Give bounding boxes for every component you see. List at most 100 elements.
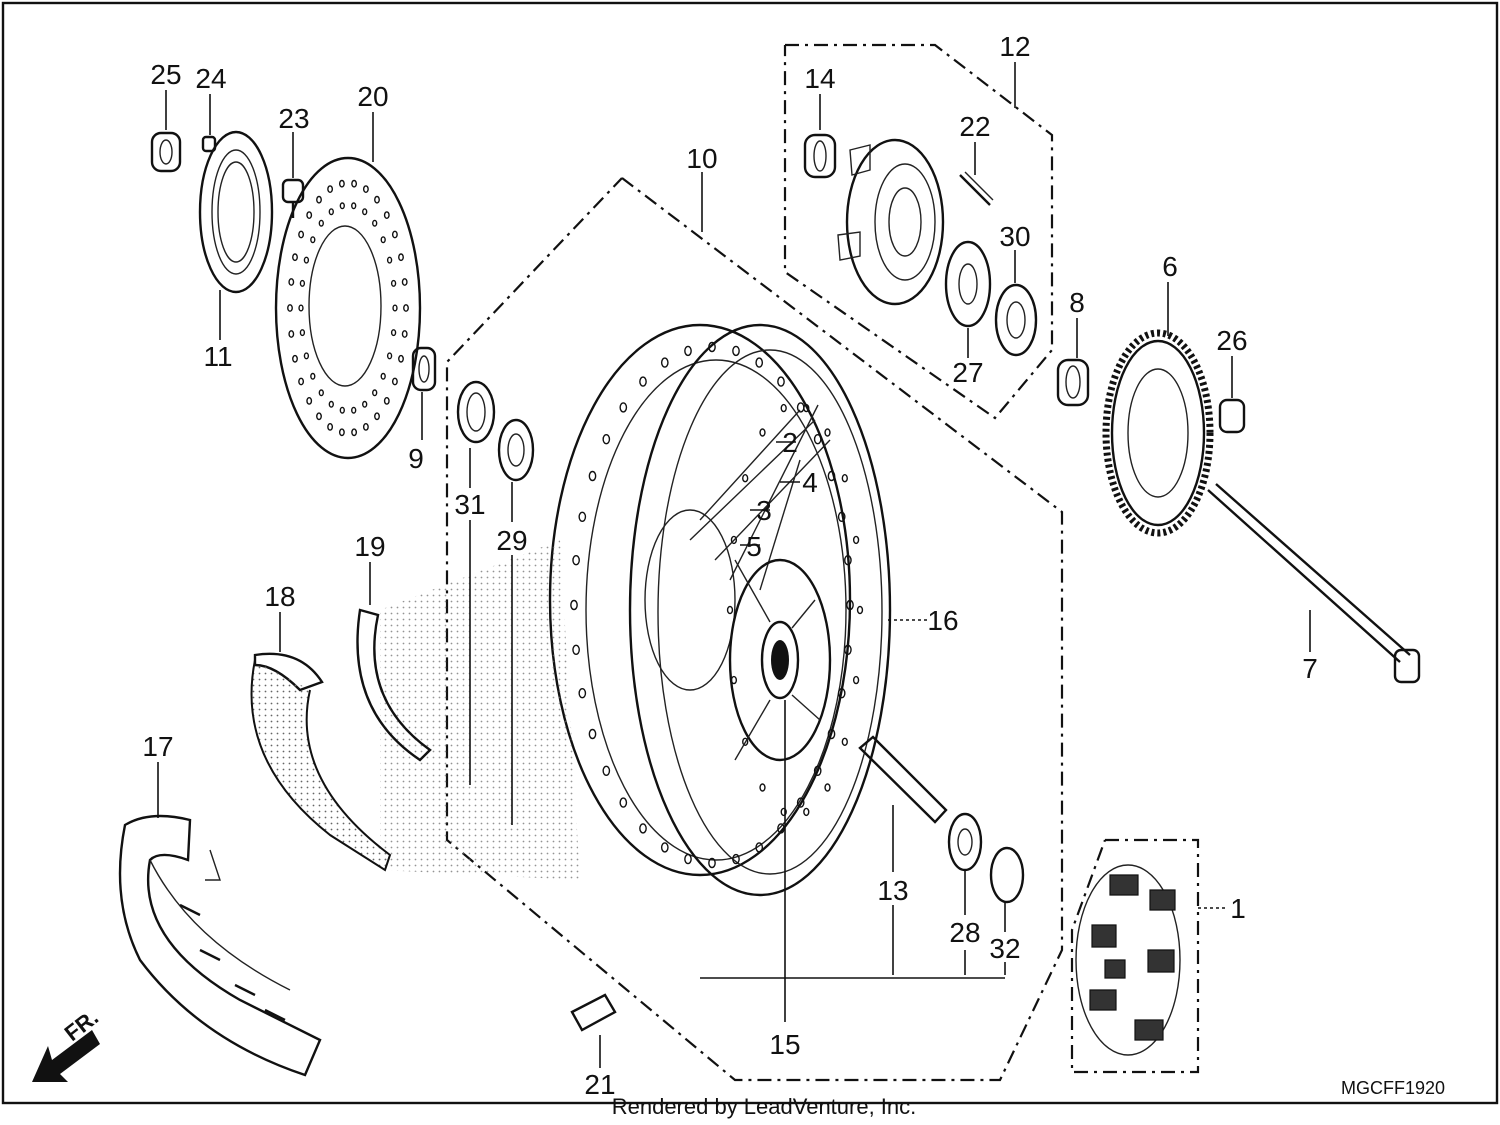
label-part-14: 14 xyxy=(804,63,835,94)
label-part-26: 26 xyxy=(1216,325,1247,356)
collar-part-14 xyxy=(803,133,837,179)
rim-spoke-hole xyxy=(803,403,810,413)
disc-hole xyxy=(298,230,305,239)
bearing-part-28 xyxy=(947,812,983,872)
disc-hole xyxy=(287,304,293,312)
disc-hole xyxy=(372,389,378,397)
label-part-25: 25 xyxy=(150,59,181,90)
axle-part-7 xyxy=(1207,483,1421,684)
rim-spoke-hole xyxy=(852,675,860,685)
rim-spoke-hole xyxy=(732,853,740,865)
rim-spoke-hole xyxy=(639,823,647,834)
hub-part-15 xyxy=(644,509,832,762)
rim-spoke-hole xyxy=(578,511,587,522)
rim-spoke-hole xyxy=(844,555,852,566)
rim-spoke-hole xyxy=(780,403,787,413)
disc-hole xyxy=(380,236,386,244)
label-part-29: 29 xyxy=(496,525,527,556)
rim-spoke-hole xyxy=(827,470,836,482)
disc-hole xyxy=(298,304,304,312)
rim-spoke-hole xyxy=(602,765,611,776)
disc-hole xyxy=(339,406,345,414)
disc-hole xyxy=(292,354,298,363)
disc-hole xyxy=(292,253,298,262)
label-part-28: 28 xyxy=(949,917,980,948)
rim-spoke-hole xyxy=(777,823,785,834)
label-part-23: 23 xyxy=(278,103,309,134)
rim-spoke-hole xyxy=(846,599,854,611)
label-part-21: 21 xyxy=(584,1069,615,1100)
label-part-8: 8 xyxy=(1069,287,1085,318)
rim-spoke-hole xyxy=(660,357,669,368)
rim-spoke-hole xyxy=(844,644,852,655)
disc-hole xyxy=(390,329,397,337)
label-part-30: 30 xyxy=(999,221,1030,252)
rim-spoke-hole xyxy=(777,376,785,387)
rim-spoke-hole xyxy=(602,434,611,445)
rim-spoke-hole xyxy=(660,842,669,853)
disc-hole xyxy=(398,253,404,262)
rim-spoke-hole xyxy=(780,807,787,817)
rim-spoke-hole xyxy=(837,688,846,699)
rim-spoke-hole xyxy=(813,765,822,776)
rim-spoke-hole xyxy=(759,783,766,792)
stud-bolt-part-22 xyxy=(959,171,994,206)
rim-spoke-hole xyxy=(759,428,766,437)
rim-spoke-hole xyxy=(730,535,738,545)
rim-spoke-hole xyxy=(684,345,692,357)
wheel-rim-part-16 xyxy=(548,323,892,897)
rim-spoke-hole xyxy=(619,402,628,413)
label-part-19: 19 xyxy=(354,531,385,562)
disc-hole xyxy=(316,412,322,421)
rim-spoke-hole xyxy=(803,807,810,817)
o-ring-part-32 xyxy=(989,846,1025,904)
label-part-7: 7 xyxy=(1302,653,1318,684)
label-part-17: 17 xyxy=(142,731,173,762)
disc-hole xyxy=(298,377,305,386)
rim-spoke-hole xyxy=(755,357,764,368)
collar-part-8 xyxy=(1056,358,1090,407)
diagram-code: MGCFF1920 xyxy=(1341,1078,1445,1098)
disc-hole xyxy=(327,185,334,194)
disc-hole xyxy=(338,179,345,188)
rim-spoke-hole xyxy=(572,644,580,655)
disc-hole xyxy=(372,219,378,227)
disc-hole xyxy=(383,211,390,220)
tube-part-18 xyxy=(250,652,392,872)
rim-spoke-hole xyxy=(570,599,578,611)
disc-hole xyxy=(398,354,404,363)
label-part-5: 5 xyxy=(746,531,762,562)
rim-spoke-hole xyxy=(619,797,628,808)
disc-hole xyxy=(306,396,313,405)
rim-spoke-hole xyxy=(841,737,848,746)
label-part-6: 6 xyxy=(1162,251,1178,282)
rim-spoke-hole xyxy=(852,535,860,545)
disc-hole xyxy=(339,202,345,210)
disc-hole xyxy=(362,208,368,216)
disc-hole xyxy=(327,422,334,431)
disc-hole xyxy=(310,236,316,244)
label-part-4: 4 xyxy=(802,467,818,498)
disc-hole xyxy=(318,389,324,397)
disc-hole xyxy=(362,185,369,194)
label-part-13: 13 xyxy=(877,875,908,906)
label-part-20: 20 xyxy=(357,81,388,112)
label-part-18: 18 xyxy=(264,581,295,612)
label-part-15: 15 xyxy=(769,1029,800,1060)
label-part-3: 3 xyxy=(756,495,772,526)
pulse-ring-part-11 xyxy=(198,130,274,294)
tire-shading xyxy=(380,540,580,880)
disc-hole xyxy=(391,230,398,239)
disc-hole xyxy=(386,256,393,264)
disc-hole xyxy=(351,179,358,188)
rim-spoke-hole xyxy=(841,474,848,483)
disc-hole xyxy=(390,279,397,287)
label-part-16: 16 xyxy=(927,605,958,636)
disc-hole xyxy=(318,219,324,227)
disc-hole xyxy=(288,278,295,286)
rim-spoke-hole xyxy=(755,842,764,853)
label-part-2: 2 xyxy=(782,427,798,458)
disc-hole xyxy=(362,422,369,431)
